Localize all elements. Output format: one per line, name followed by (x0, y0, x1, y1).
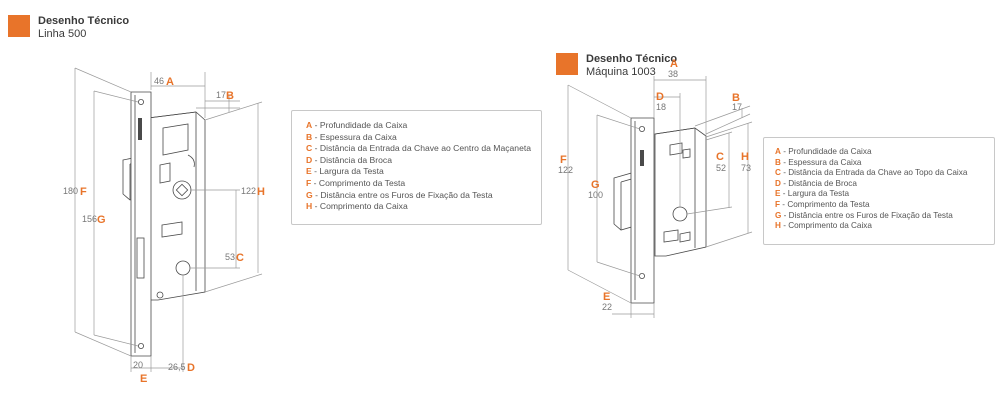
left-legend-item-e: E - Largura da Testa (306, 166, 384, 177)
left-legend-item-h: H - Comprimento da Caixa (306, 201, 408, 212)
right-dim-h-letter: H (741, 151, 749, 163)
right-legend-box: A - Profundidade da Caixa B - Espessura … (763, 137, 995, 245)
left-legend-box: A - Profundidade da Caixa B - Espessura … (291, 110, 542, 225)
left-legend-item-b: B - Espessura da Caixa (306, 131, 397, 142)
right-dim-e-value: 22 (602, 302, 612, 312)
left-dim-c-letter: C (236, 252, 244, 264)
right-dim-d-value: 18 (656, 102, 666, 112)
right-lock-drawing (613, 117, 707, 304)
right-dim-b-value: 17 (732, 102, 742, 112)
left-dim-c-value: 53 (225, 252, 235, 262)
right-dim-g-letter: G (591, 179, 600, 191)
left-mechanism-plate (162, 123, 189, 156)
left-dim-g-letter: G (97, 214, 106, 226)
right-faceplate-screw-top (639, 126, 646, 133)
left-dim-g-value: 156 (82, 214, 97, 224)
left-dim-d-letter: D (187, 362, 195, 374)
left-lock-case (147, 111, 206, 301)
left-dim-e-value: 20 (133, 360, 143, 370)
left-diagram-subtitle: Linha 500 (38, 28, 87, 40)
left-key-cylinder-hole (175, 260, 191, 276)
left-dim-e-letter: E (140, 373, 147, 385)
right-dimensions (567, 76, 753, 318)
left-dimensions (74, 67, 263, 372)
left-orange-square (8, 15, 30, 37)
left-lock-drawing (122, 91, 206, 357)
left-dim-f-letter: F (80, 186, 87, 198)
right-dim-a-letter: A (670, 58, 678, 70)
left-legend-item-d: D - Distância da Broca (306, 154, 393, 165)
left-faceplate-screw-top (137, 99, 144, 106)
left-faceplate-screw-bottom (137, 342, 144, 349)
right-legend-item-a: A - Profundidade da Caixa (775, 147, 872, 156)
right-legend-item-h: H - Comprimento da Caixa (775, 221, 872, 231)
left-dim-b-value: 17 (216, 90, 226, 100)
right-dim-g-value: 100 (588, 190, 603, 200)
right-key-cylinder-hole (672, 206, 688, 222)
right-legend-item-g: G - Distância entre os Furos de Fixação … (775, 210, 953, 220)
right-diagram-title: Desenho Técnico (586, 53, 678, 65)
right-diagram-header: Desenho Técnico Máquina 1003 (556, 53, 677, 79)
right-legend-item-e: E - Largura da Testa (775, 189, 850, 199)
right-dim-f-letter: F (560, 154, 567, 166)
right-dim-h-value: 73 (741, 163, 751, 173)
right-dim-c-letter: C (716, 151, 724, 163)
right-dim-e-letter: E (603, 291, 610, 303)
left-brand-stamp (138, 118, 142, 140)
left-legend-item-a: A - Profundidade da Caixa (306, 120, 408, 130)
right-legend-item-c: C - Distância da Entrada da Chave ao Top… (775, 168, 968, 178)
right-lock-case (654, 127, 707, 257)
left-dim-h-letter: H (257, 186, 265, 198)
right-orange-square (556, 53, 578, 75)
left-dim-f-value: 180 (63, 186, 78, 196)
right-brand-stamp (640, 150, 644, 166)
left-dim-b-letter: B (226, 90, 234, 102)
left-dim-a-value: 46 (154, 76, 164, 86)
right-legend-item-b: B - Espessura da Caixa (775, 157, 862, 167)
right-dim-a-value: 38 (668, 69, 678, 79)
left-diagram-title: Desenho Técnico (38, 15, 130, 27)
right-diagram-subtitle: Máquina 1003 (586, 66, 656, 78)
left-dim-h-value: 122 (241, 186, 256, 196)
left-legend-item-f: F - Comprimento da Testa (306, 177, 406, 188)
left-legend-item-c: C - Distância da Entrada da Chave ao Cen… (306, 143, 532, 154)
left-diagram-header: Desenho Técnico Linha 500 (8, 15, 129, 41)
right-dim-f-value: 122 (558, 165, 573, 175)
right-legend-item-d: D - Distância de Broca (775, 178, 857, 188)
right-dim-d-letter: D (656, 91, 664, 103)
left-legend-item-g: G - Distância entre os Furos de Fixação … (306, 189, 493, 200)
right-faceplate-screw-bottom (639, 272, 646, 279)
right-legend-item-f: F - Comprimento da Testa (775, 199, 870, 209)
right-dim-b-letter: B (732, 92, 740, 104)
right-dim-c-value: 52 (716, 163, 726, 173)
left-dim-d-value: 26,5 (168, 362, 186, 372)
left-deadbolt-slot (136, 237, 145, 279)
left-dim-a-letter: A (166, 76, 174, 88)
